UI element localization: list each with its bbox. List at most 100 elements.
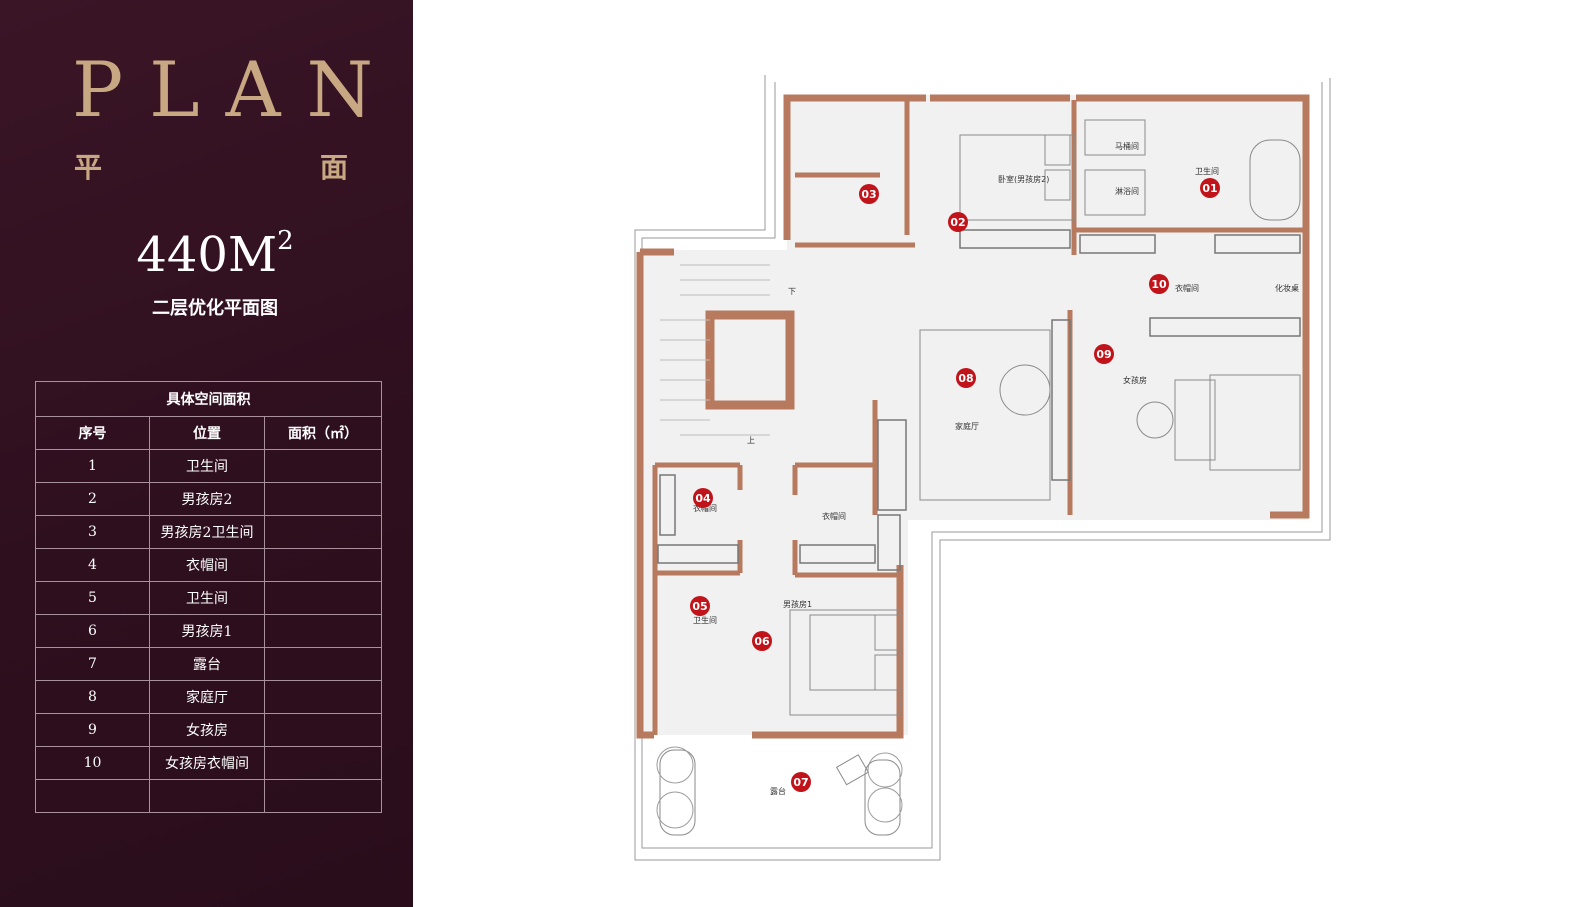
sidebar-panel: PLAN 平 面 440M2 二层优化平面图 具体空间面积 序号 位置 面积（㎡…	[0, 0, 413, 907]
table-cell-area	[264, 746, 382, 780]
furniture	[659, 119, 1301, 836]
room-marker-label-09: 09	[1096, 348, 1111, 361]
plan-heading: PLAN	[72, 45, 399, 134]
table-cell-no: 9	[35, 713, 150, 747]
room-marker-label-06: 06	[754, 635, 770, 648]
table-cell-area	[264, 548, 382, 582]
room-marker-05	[690, 596, 710, 616]
table-cell-area	[264, 482, 382, 516]
plan-cn-left: 平	[74, 151, 103, 184]
table-cell-no: 2	[35, 482, 150, 516]
table-row	[35, 779, 382, 813]
table-cell-name: 家庭厅	[149, 680, 265, 714]
table-cell-no: 3	[35, 515, 150, 549]
table-cell-area	[264, 713, 382, 747]
label-bath5: 卫生间	[693, 615, 717, 625]
room-marker-09	[1094, 344, 1114, 364]
table-cell-area	[264, 515, 382, 549]
label-boy-room-2: 卧室(男孩房2)	[998, 174, 1049, 184]
room-marker-label-02: 02	[950, 216, 965, 229]
table-cell-name: 卫生间	[149, 581, 265, 615]
table-cell-area	[264, 614, 382, 648]
table-cell-area	[264, 449, 382, 483]
room-marker-06	[752, 631, 772, 651]
wardrobes	[657, 229, 1301, 571]
room-marker-label-04: 04	[695, 492, 711, 505]
table-cell-name: 男孩房1	[149, 614, 265, 648]
room-marker-label-10: 10	[1151, 278, 1167, 291]
column-header-area: 面积（㎡）	[264, 416, 382, 450]
table-cell-name: 露台	[149, 647, 265, 681]
table-cell-no: 10	[35, 746, 150, 780]
label-stair-up: 上	[747, 436, 755, 445]
table-cell-name: 衣帽间	[149, 548, 265, 582]
table-cell-name: 女孩房	[149, 713, 265, 747]
table-cell-area	[264, 779, 382, 813]
room-marker-label-07: 07	[793, 776, 808, 789]
label-closet-10: 衣帽间	[1175, 283, 1199, 293]
table-cell-no: 6	[35, 614, 150, 648]
room-marker-label-01: 01	[1202, 182, 1217, 195]
room-number-markers: 01 02 03 04 05 06 07 08 09 10	[690, 178, 1220, 792]
label-terrace: 露台	[770, 786, 786, 796]
area-unit-superscript: 2	[277, 226, 294, 256]
room-marker-01	[1200, 178, 1220, 198]
label-wc: 马桶间	[1115, 141, 1139, 151]
room-marker-04	[693, 488, 713, 508]
table-cell-no: 7	[35, 647, 150, 681]
column-header-no: 序号	[35, 416, 150, 450]
room-marker-label-03: 03	[861, 188, 876, 201]
label-closet-4: 衣帽间	[693, 503, 717, 513]
room-marker-label-05: 05	[692, 600, 707, 613]
column-header-name: 位置	[149, 416, 265, 450]
table-header-row: 序号 位置 面积（㎡）	[35, 416, 382, 450]
table-cell-name: 男孩房2卫生间	[149, 515, 265, 549]
table-cell-no: 4	[35, 548, 150, 582]
table-cell-name: 女孩房衣帽间	[149, 746, 265, 780]
label-bath1: 卫生间	[1195, 166, 1219, 176]
table-cell-no: 8	[35, 680, 150, 714]
table-cell-no: 1	[35, 449, 150, 483]
room-marker-label-08: 08	[958, 372, 973, 385]
plan-subtitle: 二层优化平面图	[152, 298, 278, 319]
label-stair-down: 下	[788, 287, 796, 296]
table-cell-no	[35, 779, 150, 813]
label-vanity: 化妆桌	[1275, 283, 1299, 293]
label-boy-room-1: 男孩房1	[783, 599, 812, 609]
table-cell-name: 卫生间	[149, 449, 265, 483]
table-cell-no: 5	[35, 581, 150, 615]
table-cell-name: 男孩房2	[149, 482, 265, 516]
room-marker-10	[1149, 274, 1169, 294]
table-cell-name	[149, 779, 265, 813]
room-marker-07	[791, 772, 811, 792]
room-marker-02	[948, 212, 968, 232]
label-family-room: 家庭厅	[955, 421, 979, 431]
table-caption-row: 具体空间面积	[35, 381, 382, 417]
table-cell-area	[264, 647, 382, 681]
room-marker-03	[859, 184, 879, 204]
floor-plan-diagram: 卫生间 卧室(男孩房2) 马桶间 淋浴间 衣帽间 化妆桌 女孩房 家庭厅 衣帽间…	[634, 75, 1331, 861]
table-caption: 具体空间面积	[35, 381, 382, 417]
table-cell-area	[264, 680, 382, 714]
room-marker-08	[956, 368, 976, 388]
room-labels: 卫生间 卧室(男孩房2) 马桶间 淋浴间 衣帽间 化妆桌 女孩房 家庭厅 衣帽间…	[693, 141, 1299, 796]
table-cell-area	[264, 581, 382, 615]
area-value: 440M	[136, 227, 278, 283]
label-shower: 淋浴间	[1115, 186, 1139, 196]
staircase	[660, 264, 770, 436]
label-girl-room: 女孩房	[1123, 375, 1147, 385]
terrace-plants	[656, 746, 903, 829]
total-area: 440M2	[0, 226, 430, 283]
